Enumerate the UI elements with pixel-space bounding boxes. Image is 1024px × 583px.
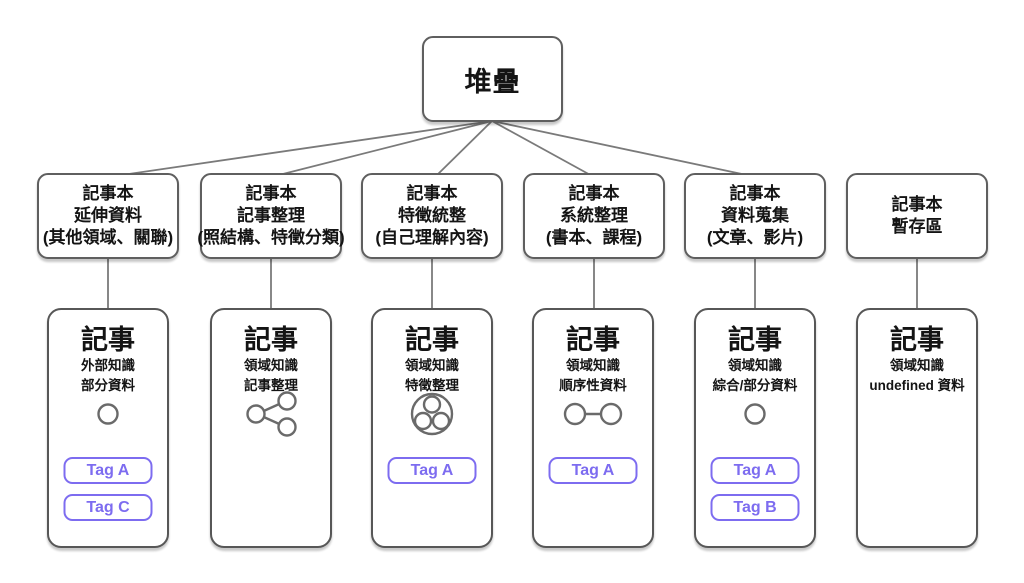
note-desc: 領域知識 順序性資料 [534,356,652,396]
circle-icon [97,403,119,425]
note-desc-line1: 領域知識 [728,358,782,373]
note-desc: 領域知識 特徵整理 [373,356,491,396]
note-title: 記事 [728,325,782,355]
notebook-type-label: 記事本 [729,184,781,203]
undefined-label: undefined [869,378,934,393]
note-desc-line2: 順序性資料 [559,378,627,393]
share-icon [246,391,297,437]
note-desc-line1: 領域知識 [405,358,459,373]
notebook-type-label: 記事本 [891,195,943,214]
note-card-note-organizing: 記事 領域知識 記事整理 [210,308,332,548]
notebook-type-label: 記事本 [82,184,134,203]
cluster-icon [410,392,454,436]
note-card-external-knowledge: 記事 外部知識 部分資料 Tag A Tag C [47,308,169,548]
tag-a-badge: Tag A [710,457,800,484]
note-desc-line2: 特徵整理 [405,378,459,393]
notebook-node-data-collection: 記事本 資料蒐集 (文章、影片) [684,173,826,259]
tag-a-badge: Tag A [548,457,638,484]
note-desc-line2: undefined 資料 [858,376,976,396]
notebook-subtitle-label: (其他領域、關聯) [42,228,174,247]
note-icon-row [696,390,814,438]
notebook-name-label: 資料蒐集 [721,206,789,225]
notebook-node-system-organizing: 記事本 系統整理 (書本、課程) [523,173,665,259]
note-desc-line1: 領域知識 [244,358,298,373]
notebook-name-label: 暫存區 [891,217,943,236]
notebook-subtitle-label: (自己理解內容) [375,228,489,247]
notebook-name-label: 延伸資料 [74,206,142,225]
notebook-node-feature-consolidation: 記事本 特徵統整 (自己理解內容) [361,173,503,259]
notebook-type-label: 記事本 [406,184,458,203]
link-icon [563,402,623,426]
note-desc: 領域知識 undefined 資料 [858,356,976,396]
notebook-subtitle-label: (書本、課程) [545,228,643,247]
notebook-name-label: 記事整理 [237,206,305,225]
note-title: 記事 [566,325,620,355]
note-desc-line2: 綜合/部分資料 [712,378,798,393]
notebook-name-label: 系統整理 [560,206,628,225]
notebook-type-label: 記事本 [568,184,620,203]
note-card-sequential-data: 記事 領域知識 順序性資料 Tag A [532,308,654,548]
note-icon-row [212,390,330,438]
note-card-combined-partial-data: 記事 領域知識 綜合/部分資料 Tag A Tag B [694,308,816,548]
note-desc: 外部知識 部分資料 [49,356,167,396]
note-icon-row [373,390,491,438]
note-title: 記事 [890,325,944,355]
tag-c-badge: Tag C [63,494,153,521]
note-desc-line1: 外部知識 [81,358,135,373]
notebook-node-extended-data: 記事本 延伸資料 (其他領域、關聯) [37,173,179,259]
tag-b-badge: Tag B [710,494,800,521]
note-title: 記事 [405,325,459,355]
notebook-subtitle-label: (照結構、特徵分類) [197,228,345,247]
notebook-type-label: 記事本 [245,184,297,203]
notebook-node-temp-storage: 記事本 暫存區 [846,173,988,259]
note-desc-line2-rest: 資料 [937,378,965,393]
note-desc: 領域知識 綜合/部分資料 [696,356,814,396]
note-title: 記事 [244,325,298,355]
note-desc-line1: 領域知識 [890,358,944,373]
circle-icon [744,403,766,425]
notebook-name-label: 特徵統整 [398,206,466,225]
note-desc-line1: 領域知識 [566,358,620,373]
note-icon-row [534,390,652,438]
note-desc: 領域知識 記事整理 [212,356,330,396]
note-icon-row [49,390,167,438]
tag-a-badge: Tag A [63,457,153,484]
note-title: 記事 [81,325,135,355]
stack-root-node: 堆疊 [422,36,563,122]
tag-a-badge: Tag A [387,457,477,484]
note-card-feature-organizing: 記事 領域知識 特徵整理 Tag A [371,308,493,548]
notebook-subtitle-label: (文章、影片) [706,228,804,247]
note-card-undefined-data: 記事 領域知識 undefined 資料 [856,308,978,548]
notebook-node-note-organizing: 記事本 記事整理 (照結構、特徵分類) [197,173,345,259]
stack-label: 堆疊 [464,66,521,97]
note-desc-line2: 記事整理 [244,378,298,393]
note-desc-line2: 部分資料 [81,378,135,393]
